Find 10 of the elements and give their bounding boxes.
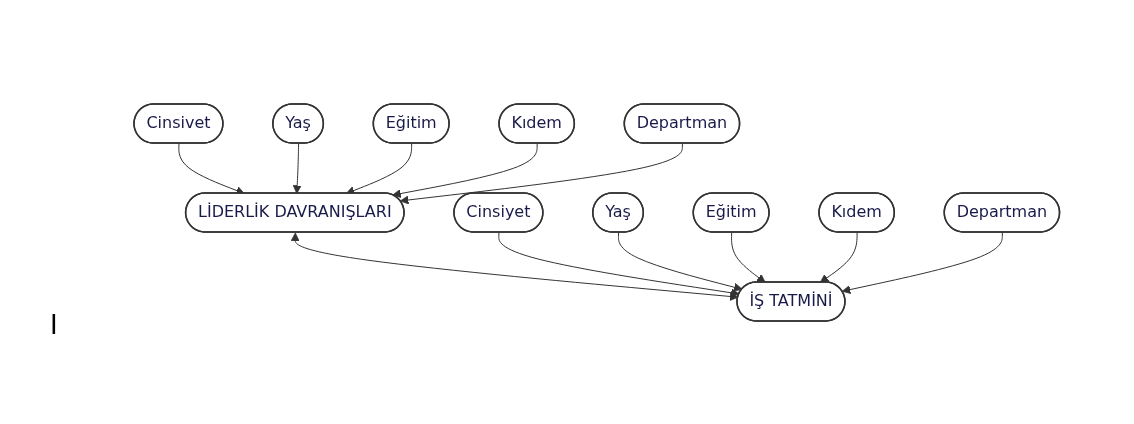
arrow	[731, 231, 766, 283]
arrow	[400, 142, 684, 204]
arrow	[820, 231, 858, 283]
note-text: I	[50, 310, 58, 340]
arrow	[498, 231, 740, 297]
arrow	[293, 142, 302, 194]
arrow	[291, 232, 739, 301]
arrow	[392, 142, 538, 198]
arrow	[618, 231, 743, 292]
arrow	[842, 231, 1004, 294]
